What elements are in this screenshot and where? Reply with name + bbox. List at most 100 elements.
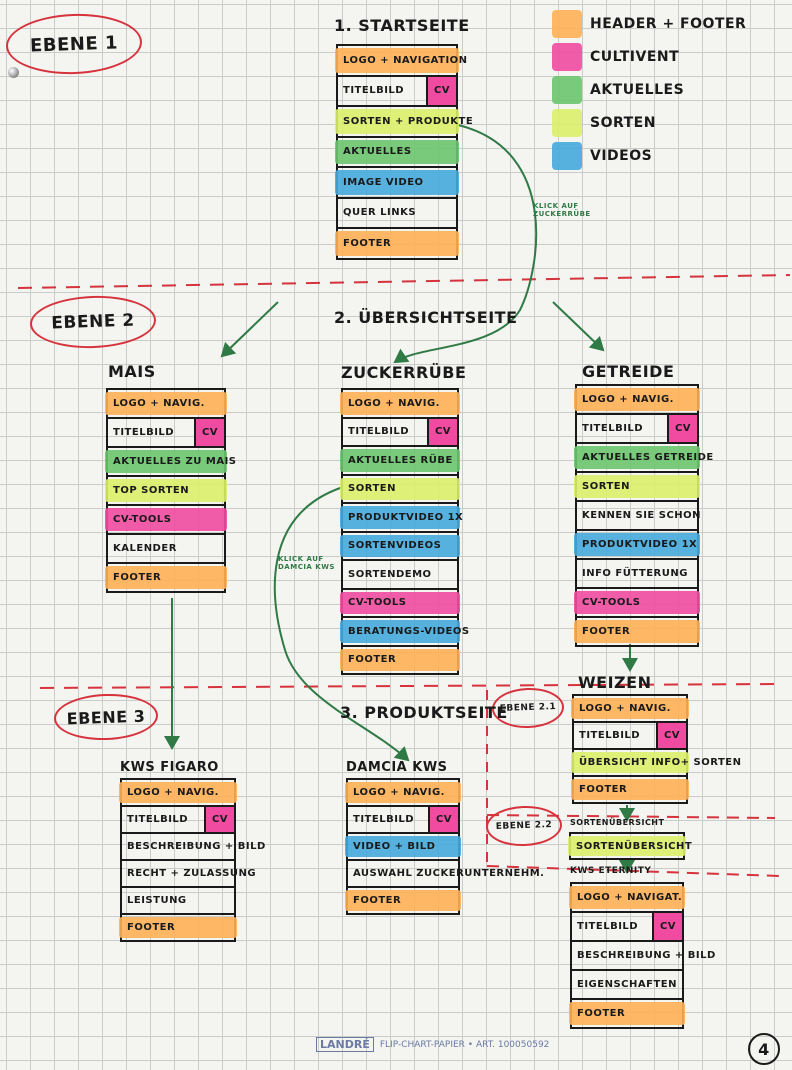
wireframe-row: TITELBILD CV (577, 415, 697, 444)
legend-item: AKTUELLES (552, 76, 684, 104)
row-label: INFO FÜTTERUNG (582, 568, 688, 579)
wireframe-row: SORTEN (574, 473, 700, 502)
wireframe-row: AKTUELLES ZU MAIS (105, 448, 236, 477)
row-label: CV-TOOLS (582, 597, 641, 608)
row-label: VIDEO + BILD (353, 841, 436, 852)
wireframe-row: LOGO + NAVIG. (340, 390, 460, 419)
arrow-to-zuckerruebe (393, 124, 538, 364)
row-label: FOOTER (127, 922, 176, 933)
wireframe-row: AKTUELLES RÜBE (340, 447, 460, 476)
brand-logo: LANDRÉ (316, 1037, 374, 1052)
page-wireframe-getreide: LOGO + NAVIG. TITELBILD CV AKTUELLES GETREI… (574, 384, 713, 647)
legend-label: SORTEN (590, 115, 656, 131)
legend-label: HEADER + FOOTER (590, 16, 747, 32)
wireframe-row: LOGO + NAVIGAT. (569, 884, 685, 913)
wireframe-row: AUSWAHL ZUCKERUNTERNEHM. (348, 861, 544, 888)
highlight-marker (105, 479, 227, 502)
highlight-marker (345, 782, 461, 803)
row-label: TITELBILD (353, 814, 415, 825)
row-label: LOGO + NAVIG. (113, 398, 205, 409)
highlight-marker (119, 782, 237, 803)
row-label: FOOTER (348, 654, 397, 666)
highlight-marker (345, 836, 461, 857)
page-title-sortenuebersicht: SORTENÜBERSICHT (570, 818, 665, 827)
highlight-marker (574, 388, 700, 411)
cv-badge: CV (652, 913, 682, 940)
highlight-marker (574, 475, 700, 498)
row-label: TITELBILD (579, 730, 641, 741)
legend-swatch (552, 43, 582, 71)
cv-badge: CV (667, 415, 697, 442)
row-label: TITELBILD (577, 921, 639, 932)
row-label: IMAGE VIDEO (343, 176, 424, 188)
wireframe-row: SORTEN (340, 476, 460, 504)
highlight-marker (119, 917, 237, 938)
highlight-marker (340, 534, 460, 557)
wireframe-row: SORTENVIDEOS (340, 533, 460, 561)
row-label: LOGO + NAVIG. (353, 787, 445, 798)
row-label: SORTEN (348, 483, 396, 495)
row-label: BESCHREIBUNG + BILD (127, 841, 266, 852)
highlight-marker (335, 231, 459, 256)
row-label: AKTUELLES GETREIDE (582, 452, 714, 463)
highlight-marker (335, 48, 459, 73)
legend-item: VIDEOS (552, 142, 652, 170)
arrow-to-mais (220, 301, 279, 358)
note-klick-damcia: KLICK AUF DAMCIA KWS (278, 555, 335, 571)
brand-text: FLIP-CHART-PAPIER • ART. 100050592 (379, 1039, 550, 1050)
row-label: KENNEN SIE SCHON (582, 510, 702, 521)
row-label: SORTENÜBERSICHT (576, 840, 693, 852)
row-label: TITELBILD (582, 423, 644, 434)
wireframe-row: LOGO + NAVIG. (571, 696, 689, 723)
cv-badge: CV (428, 807, 458, 832)
wireframe-row: CV-TOOLS (574, 589, 700, 618)
highlight-marker (574, 591, 700, 614)
highlight-marker (340, 620, 460, 643)
highlight-marker (335, 170, 459, 195)
highlight-marker (574, 533, 700, 556)
highlight-marker (571, 779, 689, 800)
row-label: SORTEN (582, 481, 630, 492)
wireframe-row: LOGO + NAVIG. (105, 390, 227, 419)
page-title-kws_eternity: KWS ETERNITY (570, 866, 652, 876)
row-label: SORTENVIDEOS (348, 540, 442, 552)
wireframe-row: SORTENDEMO (343, 561, 457, 590)
wireframe-row: INFO FÜTTERUNG (577, 560, 697, 589)
section-title-produkt: 3. PRODUKTSEITE (340, 703, 508, 722)
legend-swatch (552, 76, 582, 104)
wireframe-row: CV-TOOLS (340, 590, 460, 618)
wireframe-row: FOOTER (571, 777, 689, 804)
row-label: QUER LINKS (343, 207, 417, 219)
row-label: RECHT + ZULASSUNG (127, 868, 257, 879)
highlight-marker (571, 752, 689, 773)
page-title-getreide: GETREIDE (582, 362, 675, 381)
highlight-marker (105, 508, 227, 531)
row-label: AKTUELLES RÜBE (348, 454, 453, 466)
note-klick-zuckerruebe: KLICK AUF ZUCKERRÜBE (533, 202, 591, 218)
row-label: EIGENSCHAFTEN (577, 979, 677, 990)
row-label: LOGO + NAVIG. (582, 394, 674, 405)
wireframe-row: VIDEO + BILD (345, 834, 461, 861)
row-label: KALENDER (113, 543, 177, 554)
row-label: LOGO + NAVIG. (348, 397, 440, 409)
cv-badge: CV (426, 76, 456, 105)
wireframe-row: CV-TOOLS (105, 506, 227, 535)
row-label: CV-TOOLS (113, 514, 172, 525)
row-label: SORTEN + PRODUKTE (343, 115, 474, 127)
wireframe-row: KALENDER (108, 535, 224, 564)
wireframe-row: BESCHREIBUNG + BILD (572, 942, 715, 971)
legend-swatch (552, 10, 582, 38)
highlight-marker (340, 449, 460, 472)
wireframe-row: QUER LINKS (338, 199, 456, 229)
row-label: BERATUNGS-VIDEOS (348, 625, 470, 637)
row-label: CV-TOOLS (348, 597, 407, 609)
wireframe-row: EIGENSCHAFTEN (572, 971, 682, 1000)
wireframe-row: TOP SORTEN (105, 477, 227, 506)
legend-swatch (552, 109, 582, 137)
